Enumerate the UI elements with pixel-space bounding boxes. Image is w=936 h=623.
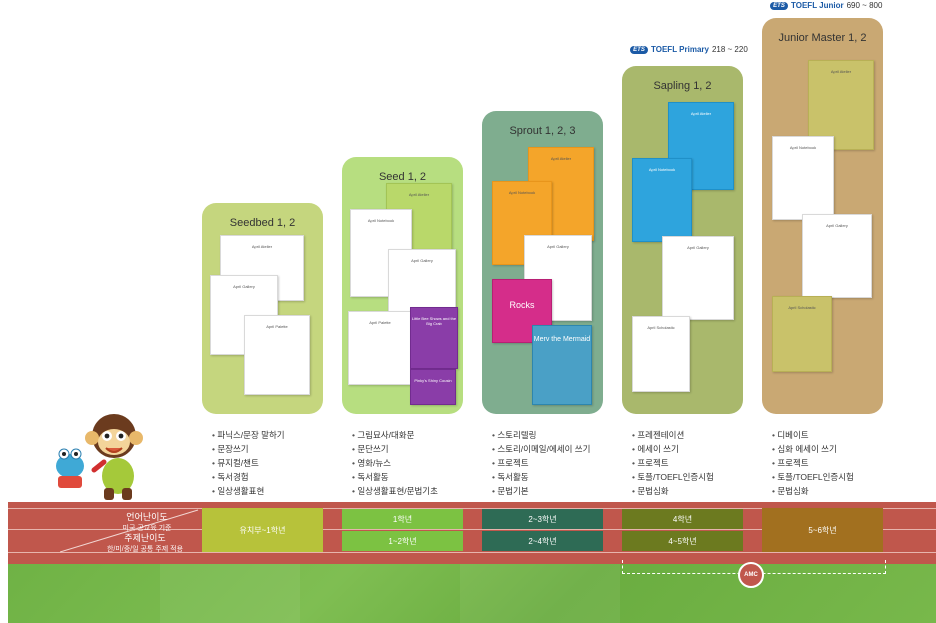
book-cover[interactable]: Pinky's Shiny Cousin <box>410 369 456 405</box>
toefl-junior-range: 690 ~ 800 <box>846 1 883 10</box>
feature-item: 토플/TOEFL인증시험 <box>772 470 854 484</box>
feature-item: 프로젝트 <box>632 456 714 470</box>
sapling-features: 프레젠테이션 에세이 쓰기 프로젝트 토플/TOEFL인증시험 문법심화 <box>632 428 714 498</box>
toefl-primary-name: TOEFL Primary <box>651 45 709 54</box>
seedbed-features: 파닉스/문장 말하기 문장쓰기 뮤지컬/챈트 독서경험 일상생활표현 <box>212 428 285 498</box>
feature-item: 디베이트 <box>772 428 854 442</box>
stage-seed[interactable]: Seed 1, 2 April Atelier April Notebook A… <box>342 157 463 414</box>
monkey-mascot-icon <box>85 414 143 500</box>
feature-item: 그림묘사/대화문 <box>352 428 438 442</box>
book-cover[interactable]: Merv the Mermaid <box>532 325 592 405</box>
topic-grade-sprout: 2~4학년 <box>482 531 603 551</box>
feature-item: 영화/뉴스 <box>352 456 438 470</box>
feature-item: 프레젠테이션 <box>632 428 714 442</box>
stage-title: Seed 1, 2 <box>378 171 427 183</box>
toefl-junior-name: TOEFL Junior <box>791 1 844 10</box>
language-grade-sapling: 4학년 <box>622 509 743 529</box>
feature-item: 심화 에세이 쓰기 <box>772 442 854 456</box>
ets-logo-icon: ETS <box>770 1 788 10</box>
book-cover[interactable]: April Notebook <box>772 136 834 220</box>
grass-stripe <box>160 564 300 623</box>
toefl-junior-badge: ETS TOEFL Junior 690 ~ 800 <box>770 1 882 10</box>
ets-logo-icon: ETS <box>630 45 648 54</box>
book-cover[interactable]: April Scholastic <box>632 316 690 392</box>
stage-title: Junior Master 1, 2 <box>778 32 867 44</box>
feature-item: 스토리텔링 <box>492 428 590 442</box>
stage-seedbed[interactable]: Seedbed 1, 2 April Atelier April Gallery… <box>202 203 323 414</box>
stage-sprout[interactable]: Sprout 1, 2, 3 April Atelier April Noteb… <box>482 111 603 414</box>
grade-junior-master: 5~6학년 <box>762 508 883 552</box>
sprout-features: 스토리텔링 스토리/이메일/에세이 쓰기 프로젝트 독서활동 문법기본 <box>492 428 590 498</box>
feature-item: 파닉스/문장 말하기 <box>212 428 284 442</box>
feature-item: 프로젝트 <box>492 456 590 470</box>
lane-line <box>8 508 936 509</box>
stage-title: Seedbed 1, 2 <box>229 217 296 229</box>
language-grade-seed: 1학년 <box>342 509 463 529</box>
lane-line <box>8 529 936 530</box>
feature-item: 스토리/이메일/에세이 쓰기 <box>492 442 590 456</box>
mascot-illustration <box>56 414 143 500</box>
stage-title: Sapling 1, 2 <box>653 80 712 92</box>
feature-item: 에세이 쓰기 <box>632 442 714 456</box>
grass-stripe <box>460 564 620 623</box>
feature-item: 문단쓰기 <box>352 442 438 456</box>
stage-title: Sprout 1, 2, 3 <box>509 125 576 137</box>
lane-line <box>8 552 936 553</box>
feature-item: 독서경험 <box>212 470 285 484</box>
toefl-primary-range: 218 ~ 220 <box>711 45 748 54</box>
grade-seedbed: 유치부~1학년 <box>202 508 323 552</box>
feature-item: 뮤지컬/챈트 <box>212 456 285 470</box>
feature-item: 일상생활표현/문법기초 <box>352 484 438 498</box>
feature-item: 문법기본 <box>492 484 590 498</box>
topic-difficulty-label: 주제난이도 한/미/중/일 공통 주제 적용 <box>106 533 184 553</box>
book-cover[interactable]: April Palette <box>244 315 310 395</box>
feature-item: 문법심화 <box>632 484 714 498</box>
feature-item: 독서활동 <box>492 470 590 484</box>
frog-mascot-icon <box>56 448 84 488</box>
language-difficulty-label: 언어난이도 미국 공교육 기준 <box>122 512 172 532</box>
seed-features: 그림묘사/대화문 문단쓰기 영화/뉴스 독서활동 일상생활표현/문법기초 <box>352 428 438 498</box>
feature-item: 독서활동 <box>352 470 438 484</box>
stage-junior-master[interactable]: Junior Master 1, 2 April Atelier April N… <box>762 18 883 414</box>
junior-master-features: 디베이트 심화 에세이 쓰기 프로젝트 토플/TOEFL인증시험 문법심화 <box>772 428 854 498</box>
language-grade-sprout: 2~3학년 <box>482 509 603 529</box>
feature-item: 문법심화 <box>772 484 854 498</box>
book-cover[interactable]: April Palette <box>348 311 412 385</box>
book-cover[interactable]: April Scholastic <box>772 296 832 372</box>
toefl-primary-badge: ETS TOEFL Primary 218 ~ 220 <box>630 45 748 54</box>
topic-grade-sapling: 4~5학년 <box>622 531 743 551</box>
feature-item: 토플/TOEFL인증시험 <box>632 470 714 484</box>
amc-emblem-icon: AMC <box>738 562 764 588</box>
book-cover[interactable]: April Atelier <box>808 60 874 150</box>
feature-item: 일상생활표현 <box>212 484 285 498</box>
book-cover[interactable]: April Gallery <box>802 214 872 298</box>
book-cover[interactable]: April Gallery <box>662 236 734 320</box>
feature-item: 문장쓰기 <box>212 442 285 456</box>
book-cover[interactable]: Little Bee Shows and the Big Crab <box>410 307 458 369</box>
track-divider <box>60 509 199 553</box>
topic-grade-seed: 1~2학년 <box>342 531 463 551</box>
book-cover[interactable]: April Notebook <box>632 158 692 242</box>
feature-item: 프로젝트 <box>772 456 854 470</box>
stage-sapling[interactable]: Sapling 1, 2 April Atelier April Noteboo… <box>622 66 743 414</box>
